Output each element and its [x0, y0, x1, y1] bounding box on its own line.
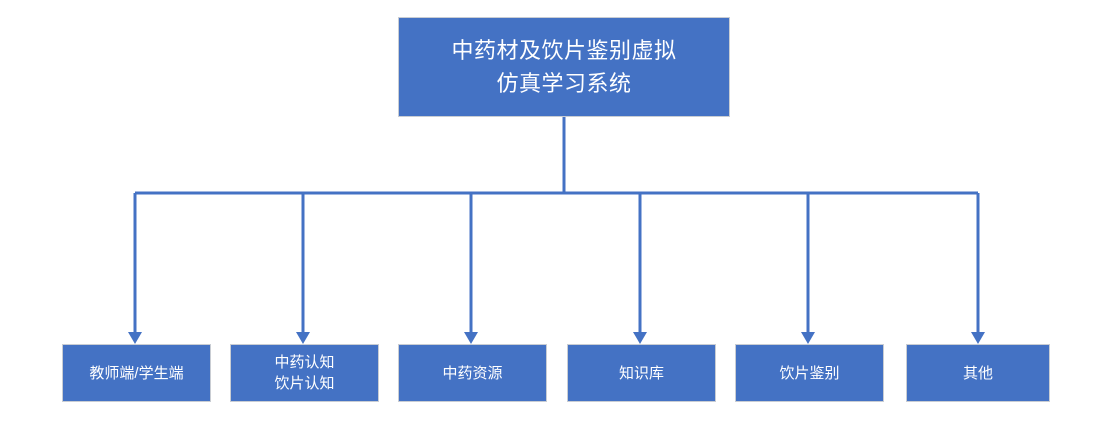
leaf-node-label: 其他	[962, 364, 993, 382]
leaf-node-other[interactable]: 其他	[906, 344, 1050, 402]
leaf-node-label: 知识库	[618, 364, 664, 382]
root-node-label: 中药材及饮片鉴别虚拟 仿真学习系统	[451, 38, 677, 96]
arrowhead-icon-1	[296, 332, 310, 344]
arrowhead-icon-0	[128, 332, 142, 344]
root-node[interactable]: 中药材及饮片鉴别虚拟 仿真学习系统	[398, 17, 730, 117]
leaf-node-label: 中药资源	[442, 364, 503, 382]
arrowhead-icon-5	[971, 332, 985, 344]
leaf-node-label: 饮片鉴别	[779, 364, 840, 382]
leaf-node-label: 中药认知 饮片认知	[274, 354, 335, 392]
leaf-node-label: 教师端/学生端	[89, 364, 184, 382]
arrowhead-icon-2	[464, 332, 478, 344]
leaf-node-herb-resources[interactable]: 中药资源	[398, 344, 547, 402]
leaf-node-slice-identification[interactable]: 饮片鉴别	[735, 344, 884, 402]
arrowhead-icon-3	[633, 332, 647, 344]
leaf-node-teacher-student[interactable]: 教师端/学生端	[62, 344, 211, 402]
leaf-node-herb-cognition[interactable]: 中药认知 饮片认知	[230, 344, 379, 402]
arrowhead-icon-4	[801, 332, 815, 344]
leaf-node-knowledge-base[interactable]: 知识库	[567, 344, 716, 402]
